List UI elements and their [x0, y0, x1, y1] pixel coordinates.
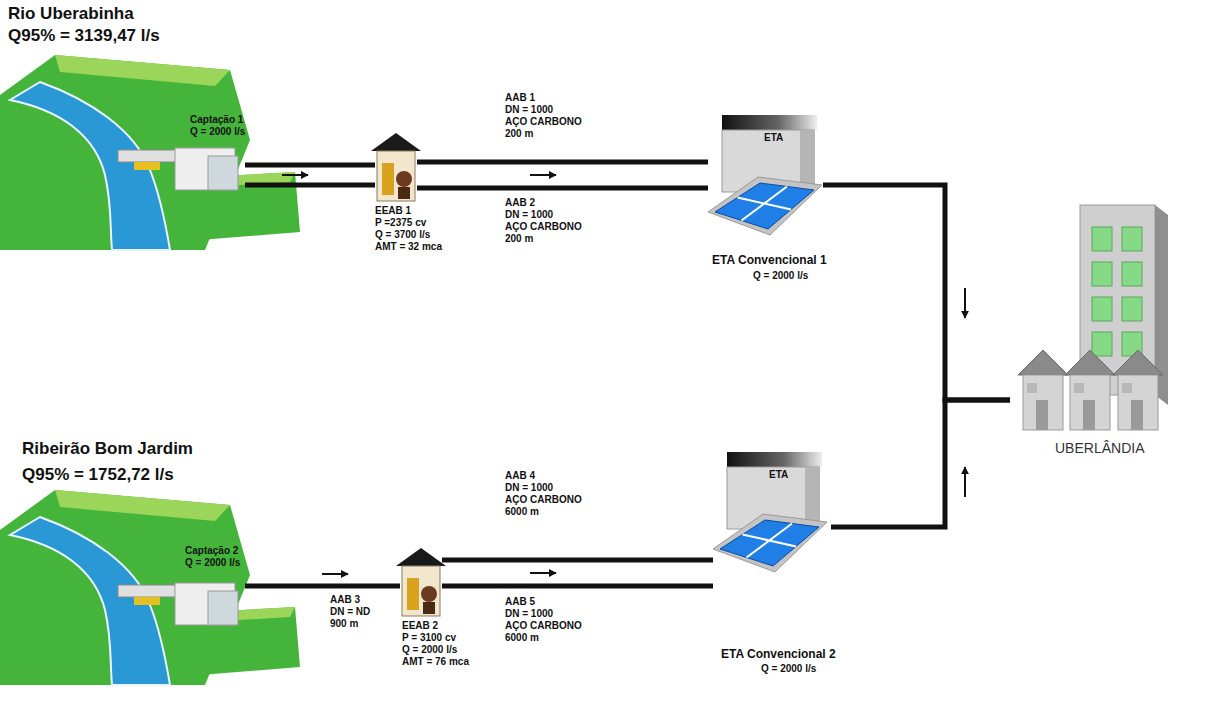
pipe-spec-label: DN = 1000: [505, 209, 553, 221]
node-text: P =2375 cv: [375, 217, 426, 229]
pipeline-connector: [417, 162, 708, 175]
treatment-plant-node: ETAETA Convencional 2Q = 2000 l/s: [713, 447, 831, 590]
pipe-spec-label: DN = 1000: [505, 482, 553, 494]
city-illustration: [1122, 297, 1142, 321]
city-illustration: [1018, 205, 1168, 430]
pipeline-connector: [245, 165, 375, 175]
node-text: Ribeirão Bom Jardim: [22, 439, 193, 459]
city-node: UBERLÂNDIA: [1010, 205, 1170, 430]
river-illustration: [0, 55, 300, 250]
pipe-line: [417, 160, 708, 165]
node-text: Q = 2000 l/s: [185, 557, 240, 569]
flow-arrow: [530, 572, 556, 574]
node-text: Q = 2000 l/s: [190, 126, 245, 138]
pipe-name-label: AAB 5: [505, 596, 535, 608]
city-illustration: [1018, 350, 1068, 430]
city-illustration: [1122, 227, 1142, 251]
city-illustration: [1092, 227, 1112, 251]
pipe-line: [245, 183, 375, 188]
pipe-spec-label: DN = 1000: [505, 608, 553, 620]
flow-arrow: [282, 174, 308, 176]
city-illustration: [1092, 297, 1112, 321]
treatment-plant-building: [708, 115, 822, 235]
flow-arrow: [964, 467, 966, 497]
pipeline-connector: [823, 185, 1010, 400]
pipe-name-label: AAB 4: [505, 470, 535, 482]
pipe-spec-label: 200 m: [505, 233, 533, 245]
node-text: P = 3100 cv: [402, 632, 456, 644]
pipe-line: [442, 558, 713, 563]
pump-station-building: [371, 133, 421, 201]
pipe-name-label: AAB 2: [505, 197, 535, 209]
pipe-spec-label: 900 m: [330, 618, 358, 630]
pipe-line: [823, 185, 1010, 400]
node-text: Q = 3700 l/s: [375, 229, 430, 241]
pipe-spec-label: DN = ND: [330, 606, 370, 618]
node-text: Q = 2000 l/s: [402, 644, 457, 656]
pump-station-node: EEAB 2P = 3100 cvQ = 2000 l/sAMT = 76 mc…: [400, 548, 442, 616]
flow-arrow: [964, 288, 966, 318]
pipe-spec-label: AÇO CARBONO: [505, 221, 582, 233]
treatment-plant-node: ETAETA Convencional 1Q = 2000 l/s: [708, 115, 823, 235]
pipe-spec-label: AÇO CARBONO: [505, 494, 582, 506]
node-text: Q95% = 3139,47 l/s: [8, 26, 160, 46]
pipe-name-label: AAB 3: [330, 594, 360, 606]
pipe-spec-label: AÇO CARBONO: [505, 116, 582, 128]
pipeline-connector: [442, 560, 713, 573]
node-text: EEAB 1: [375, 205, 411, 217]
pipeline-connector: [245, 574, 400, 586]
node-text: ETA Convencional 2: [721, 647, 836, 661]
pipe-spec-label: AÇO CARBONO: [505, 620, 582, 632]
pipe-spec-label: 6000 m: [505, 506, 539, 518]
intake-node: Ribeirão Bom JardimQ95% = 1752,72 l/sCap…: [0, 435, 245, 685]
node-text: Captação 1: [190, 114, 243, 126]
node-text: AMT = 32 mca: [375, 241, 442, 253]
pipe-line: [831, 400, 1010, 527]
node-text: Q95% = 1752,72 l/s: [22, 465, 174, 485]
node-text: Q = 2000 l/s: [753, 270, 808, 282]
node-text: ETA Convencional 1: [712, 253, 827, 267]
city-illustration: [1113, 350, 1163, 430]
pipe-spec-label: 6000 m: [505, 632, 539, 644]
pump-station-building: [396, 548, 446, 616]
city-illustration: [1122, 262, 1142, 286]
node-text: EEAB 2: [402, 620, 438, 632]
city-illustration: [1065, 350, 1115, 430]
node-text: ETA: [764, 132, 783, 144]
pipeline-connector: [417, 188, 708, 189]
pipeline-connector: [831, 400, 1010, 527]
treatment-plant-building: [713, 452, 827, 572]
intake-node: Rio UberabinhaQ95% = 3139,47 l/sCaptação…: [0, 0, 245, 250]
pipe-spec-label: DN = 1000: [505, 104, 553, 116]
node-text: Captação 2: [185, 545, 238, 557]
pipe-line: [245, 163, 375, 168]
pipe-line: [417, 186, 708, 191]
node-text: UBERLÂNDIA: [1055, 440, 1144, 457]
flow-arrow: [322, 573, 348, 575]
node-text: Q = 2000 l/s: [761, 663, 816, 675]
pipe-line: [442, 584, 713, 589]
node-text: Rio Uberabinha: [8, 4, 134, 24]
pipe-line: [245, 584, 400, 589]
city-illustration: [1092, 262, 1112, 286]
flow-arrow: [530, 174, 556, 176]
pump-station-node: EEAB 1P =2375 cvQ = 3700 l/sAMT = 32 mca: [375, 133, 417, 201]
pipeline-connector: [442, 586, 713, 587]
node-text: ETA: [769, 469, 788, 481]
pipe-name-label: AAB 1: [505, 92, 535, 104]
node-text: AMT = 76 mca: [402, 656, 469, 668]
pipeline-connector: [245, 185, 375, 186]
city-illustration: [1092, 332, 1112, 356]
pipe-spec-label: 200 m: [505, 128, 533, 140]
